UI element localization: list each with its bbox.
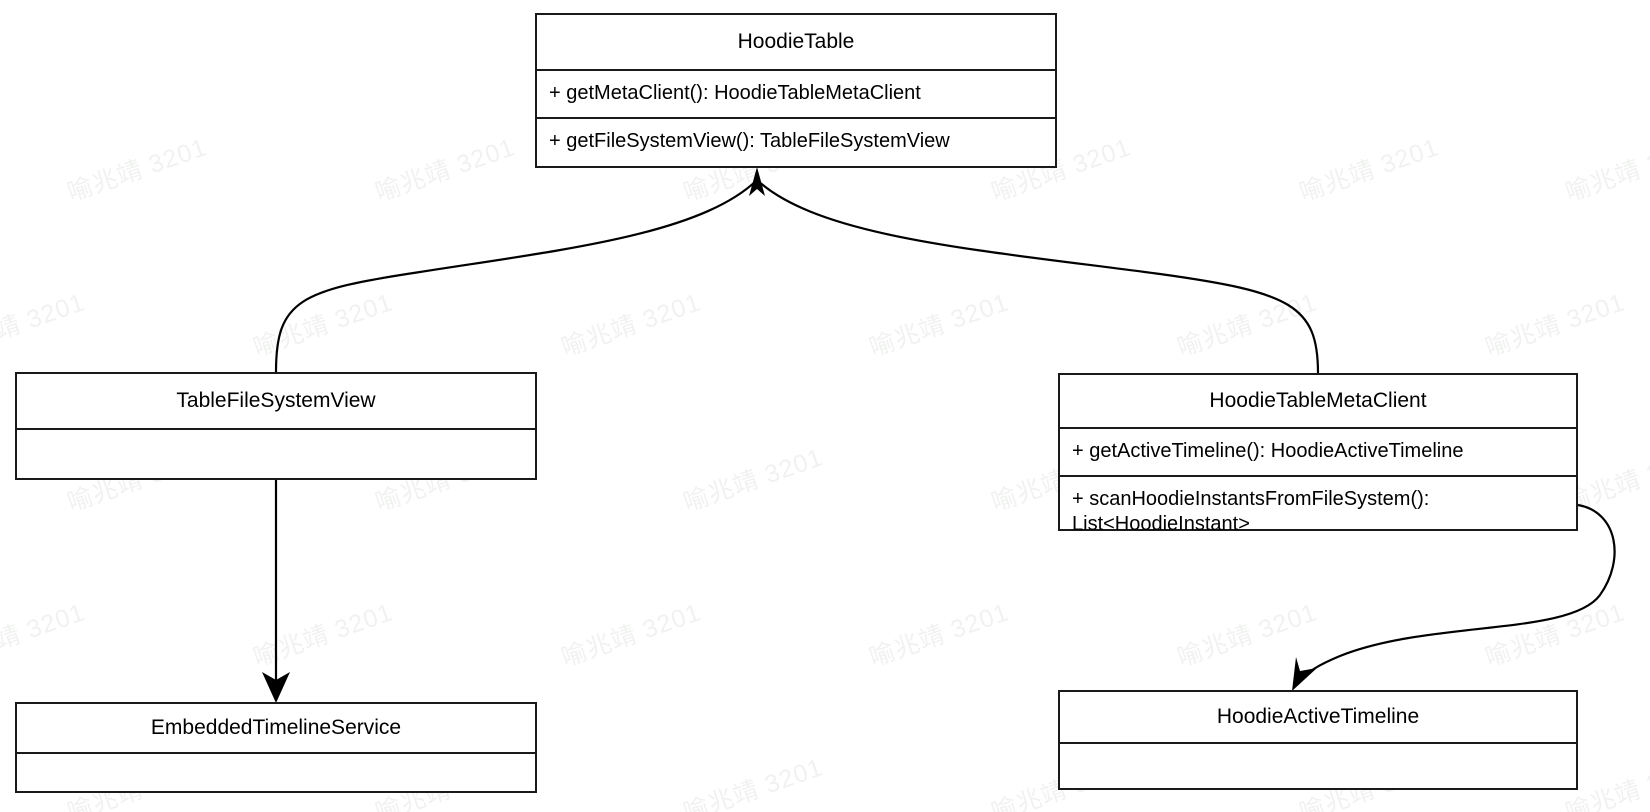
arrowhead-into-hoodieactivetimeline <box>1292 657 1317 691</box>
watermark-text: 喻兆靖 3201 <box>679 753 827 812</box>
arrowhead-into-embeddedtimelineservice <box>262 672 290 703</box>
watermark-text: 喻兆靖 3201 <box>679 443 827 518</box>
watermark-text: 喻兆靖 3201 <box>249 598 397 673</box>
class-box-embedded-timeline-service[interactable]: EmbeddedTimelineService <box>15 702 537 793</box>
watermark-text: 喻兆靖 3201 <box>557 598 705 673</box>
watermark-text: 喻兆靖 3201 <box>865 598 1013 673</box>
class-member: + getActiveTimeline(): HoodieActiveTimel… <box>1072 440 1464 462</box>
watermark-text: 喻兆靖 3201 <box>1173 288 1321 363</box>
watermark-text: 喻兆靖 3201 <box>0 598 89 673</box>
class-members-embedded-timeline-service <box>17 752 535 791</box>
class-members-hoodie-active-timeline <box>1060 742 1576 788</box>
edge-tablefilesystemview-to-hoodietable <box>274 179 758 373</box>
class-box-hoodie-active-timeline[interactable]: HoodieActiveTimeline <box>1058 690 1578 790</box>
arrowhead-into-hoodietable <box>749 167 765 196</box>
edge-hoodietablemetaclient-to-hoodietable <box>756 179 1320 374</box>
watermark-text: 喻兆靖 3201 <box>1295 133 1443 208</box>
watermark-text: 喻兆靖 3201 <box>249 288 397 363</box>
class-box-hoodie-table-meta-client[interactable]: HoodieTableMetaClient + getActiveTimelin… <box>1058 373 1578 535</box>
watermark-text: 喻兆靖 3201 <box>1173 598 1321 673</box>
watermark-text: 喻兆靖 3201 <box>865 288 1013 363</box>
watermark-text: 喻兆靖 3201 <box>0 288 89 363</box>
class-members-hoodie-table-meta-client: + getActiveTimeline(): HoodieActiveTimel… <box>1060 427 1576 548</box>
class-name-hoodie-table: HoodieTable <box>737 30 855 53</box>
watermark-text: 喻兆靖 3201 <box>371 133 519 208</box>
watermark-text: 喻兆靖 3201 <box>63 133 211 208</box>
class-box-table-file-system-view[interactable]: TableFileSystemView <box>15 372 537 480</box>
class-members-hoodie-table: + getMetaClient(): HoodieTableMetaClient… <box>537 69 1055 164</box>
watermark-text: 喻兆靖 3201 <box>1481 288 1629 363</box>
class-name-hoodie-table-meta-client: HoodieTableMetaClient <box>1209 389 1427 412</box>
watermark-text: 喻兆靖 3201 <box>1561 133 1650 208</box>
watermark-text: 喻兆靖 3201 <box>1481 598 1629 673</box>
class-box-hoodie-table[interactable]: HoodieTable + getMetaClient(): HoodieTab… <box>535 13 1057 168</box>
class-members-table-file-system-view <box>17 428 535 478</box>
class-name-embedded-timeline-service: EmbeddedTimelineService <box>150 716 402 739</box>
class-member: + getFileSystemView(): TableFileSystemVi… <box>537 116 1055 165</box>
class-member: + getMetaClient(): HoodieTableMetaClient <box>549 82 921 104</box>
class-name-hoodie-active-timeline: HoodieActiveTimeline <box>1216 705 1420 728</box>
class-name-table-file-system-view: TableFileSystemView <box>176 389 376 412</box>
class-member: + scanHoodieInstantsFromFileSystem(): Li… <box>1060 474 1576 548</box>
watermark-text: 喻兆靖 3201 <box>557 288 705 363</box>
